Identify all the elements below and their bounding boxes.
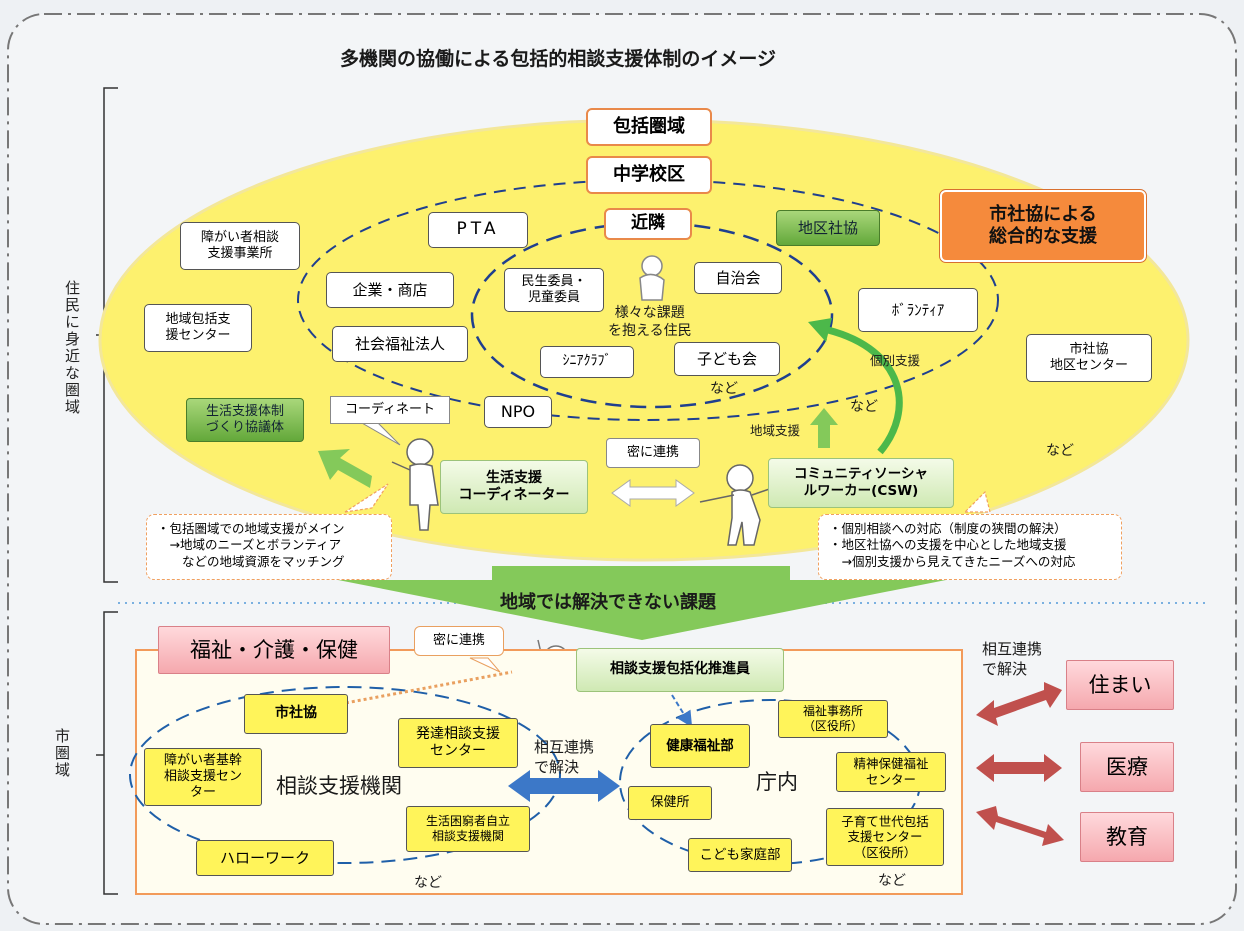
big-down-arrow bbox=[338, 566, 946, 640]
seikatsu-konkyu-box: 生活困窮者自立 相談支援機関 bbox=[406, 806, 530, 852]
shogai-kikan-box: 障がい者基幹 相談支援セン ター bbox=[144, 748, 262, 806]
shakyo-box: 市社協 bbox=[244, 694, 348, 734]
npo-box: NPO bbox=[484, 396, 552, 428]
resident-area-label: 住民に身近な圏域 bbox=[63, 280, 81, 416]
shogai-soudan-box: 障がい者相談 支援事業所 bbox=[180, 222, 300, 270]
kenkou-box: 健康福祉部 bbox=[650, 724, 750, 768]
city-area-label: 市圏域 bbox=[53, 728, 71, 779]
resident-figure bbox=[639, 255, 665, 301]
kigyo-box: 企業・商店 bbox=[326, 272, 454, 308]
inner-nado: など bbox=[710, 381, 738, 397]
green-arrow-up bbox=[810, 408, 838, 448]
note-right-tail bbox=[963, 490, 991, 513]
senior-box: ｼﾆｱｸﾗﾌﾞ bbox=[540, 346, 634, 378]
right-sougo-label: 相互連携 で解決 bbox=[982, 640, 1043, 678]
seikatsu-kyogi-box: 生活支援体制 づくり協議体 bbox=[186, 398, 304, 442]
red-arrow-kyoiku bbox=[976, 806, 1064, 846]
left-note: ・包括圏域での地域支援がメイン →地域のニーズとボランティア などの地域資源をマ… bbox=[146, 514, 392, 580]
residents-label: 様々な課題 を抱える住民 bbox=[608, 305, 692, 340]
middle-nado: など bbox=[850, 399, 878, 415]
dotted-link-arrow bbox=[339, 670, 513, 706]
mitsu-double-arrow bbox=[611, 479, 695, 507]
hattatsu-box: 発達相談支援 センター bbox=[398, 718, 518, 768]
pta-box: PTA bbox=[428, 212, 528, 248]
red-arrows bbox=[976, 682, 1064, 846]
chugakko-area-label: 中学校区 bbox=[586, 156, 712, 194]
fukushi-box: 福祉・介護・保健 bbox=[158, 626, 390, 674]
city-mitsu-callout: 密に連携 bbox=[414, 626, 504, 656]
city-nado-left: など bbox=[414, 875, 442, 891]
hellowork-box: ハローワーク bbox=[196, 840, 334, 876]
city-bracket bbox=[103, 611, 118, 895]
fukushi-jimusho-box: 福祉事務所 （区役所） bbox=[778, 700, 888, 738]
coordinator-figure bbox=[391, 438, 439, 531]
page-title: 多機関の協働による包括的相談支援体制のイメージ bbox=[340, 48, 777, 70]
kyoiku-box: 教育 bbox=[1080, 812, 1174, 862]
soudan-kikan-label: 相談支援機関 bbox=[276, 774, 402, 798]
minsei-box: 民生委員・ 児童委員 bbox=[504, 268, 604, 312]
chiku-shakyo-box: 地区社協 bbox=[776, 210, 880, 246]
seishin-box: 精神保健福祉 センター bbox=[836, 752, 946, 792]
houkatsu-area-label: 包括圏域 bbox=[586, 108, 712, 146]
right-note: ・個別相談への対応（制度の狭間の解決） ・地区社協への支援を中心とした地域支援 … bbox=[818, 514, 1122, 580]
red-arrow-iryo bbox=[976, 754, 1062, 782]
jichikai-box: 自治会 bbox=[694, 262, 782, 294]
coordinate-callout: コーディネート bbox=[330, 396, 450, 424]
suishinin-down-arrow bbox=[671, 694, 693, 728]
chugakko-ellipse bbox=[297, 179, 999, 421]
big-arrow-label: 地域では解決できない課題 bbox=[500, 592, 716, 613]
shakyo-support-box: 市社協による 総合的な支援 bbox=[940, 190, 1146, 262]
outer-nado: など bbox=[1046, 443, 1074, 459]
suishinin-box: 相談支援包括化推進員 bbox=[576, 648, 784, 692]
mitsu-callout: 密に連携 bbox=[606, 438, 700, 468]
kosodate-box: 子育て世代包括 支援センター （区役所） bbox=[826, 808, 944, 866]
sumai-box: 住まい bbox=[1066, 660, 1174, 710]
city-nado-right: など bbox=[878, 873, 906, 889]
green-arrow-curve-head bbox=[808, 318, 832, 342]
iryo-box: 医療 bbox=[1080, 742, 1174, 792]
chiiki-houkatsu-box: 地域包括支 援センター bbox=[144, 304, 252, 352]
red-arrow-sumai bbox=[976, 682, 1062, 726]
kinrin-area-label: 近隣 bbox=[604, 208, 692, 240]
volunteer-box: ﾎﾞﾗﾝﾃｨｱ bbox=[858, 288, 978, 332]
hokenjo-box: 保健所 bbox=[628, 786, 712, 820]
note-left-tail bbox=[344, 483, 389, 513]
coordinator-box: 生活支援 コーディネーター bbox=[440, 460, 588, 514]
blue-double-arrow bbox=[508, 770, 620, 802]
kobetsu-label: 個別支援 bbox=[870, 353, 921, 368]
center-sougo-label: 相互連携 で解決 bbox=[534, 738, 595, 776]
chiiki-label: 地域支援 bbox=[750, 423, 801, 438]
chonai-label: 庁内 bbox=[756, 770, 798, 794]
csw-box: コミュニティソーシャ ルワーカー(CSW) bbox=[768, 458, 954, 508]
green-arrow-left bbox=[318, 449, 372, 488]
soudan-kikan-ellipse bbox=[129, 686, 561, 864]
city-mitsu-callout-tail bbox=[469, 657, 501, 673]
shakyo-center-box: 市社協 地区センター bbox=[1026, 334, 1152, 382]
kodomokai-box: 子ども会 bbox=[674, 342, 780, 376]
green-arrow-curve bbox=[827, 326, 903, 455]
shafuku-box: 社会福祉法人 bbox=[332, 326, 468, 362]
kodomo-katei-box: こども家庭部 bbox=[688, 838, 792, 872]
